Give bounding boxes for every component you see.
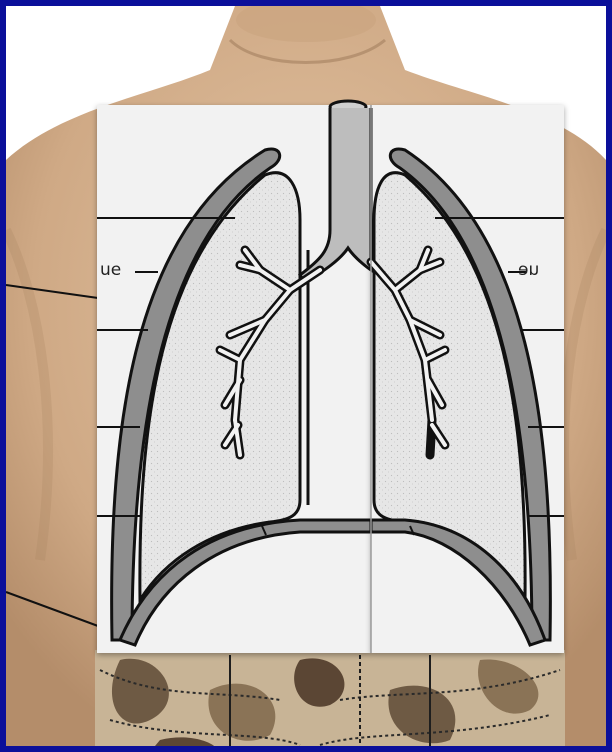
label-fragment-right: ue — [518, 262, 539, 279]
label-fragment-left: ue — [100, 262, 121, 279]
camouflage-clothing — [95, 650, 565, 752]
